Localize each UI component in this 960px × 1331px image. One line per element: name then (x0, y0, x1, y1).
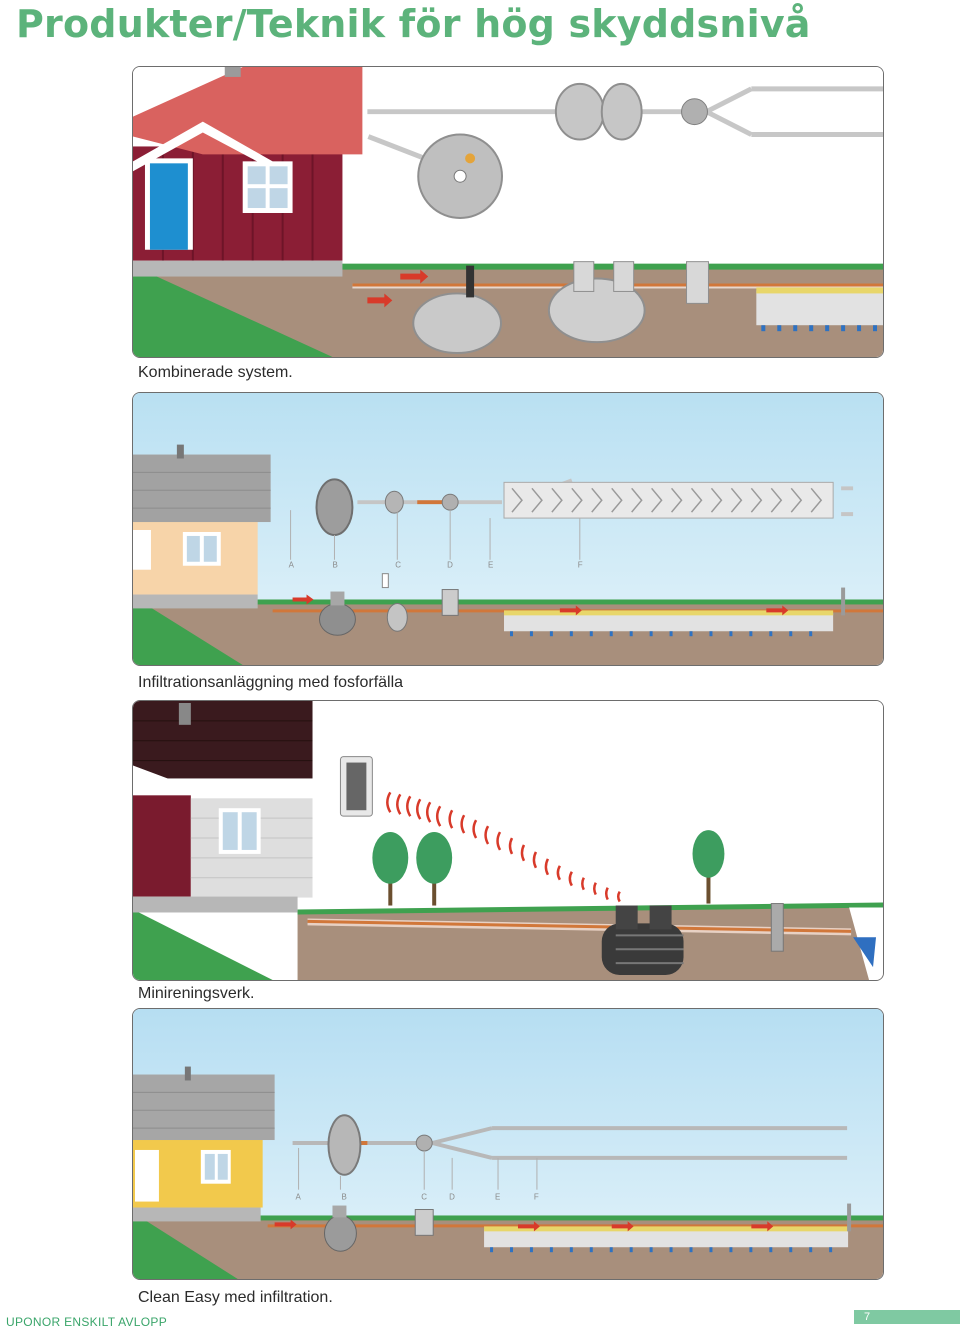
infiltration-bed-icon (504, 482, 833, 518)
septic-tank-icon (320, 603, 356, 635)
figure-mini-treatment-plant (132, 700, 884, 981)
station-label-b: B (332, 561, 337, 570)
page-number: 7 (864, 1311, 870, 1323)
station-label-c: C (421, 1193, 427, 1202)
station-label-f: F (534, 1193, 539, 1202)
house-icon (133, 1067, 275, 1222)
figure-caption: Clean Easy med infiltration. (138, 1289, 333, 1307)
station-label-d: D (449, 1193, 455, 1202)
figure-caption: Kombinerade system. (138, 364, 293, 382)
figure-combined-system (132, 66, 884, 358)
station-label-f: F (578, 561, 583, 570)
figure-clean-easy-infiltration: A B C D E F (132, 1008, 884, 1280)
figure-caption: Infiltrationsanläggning med fosforfälla (138, 674, 403, 692)
clean-easy-unit-icon (328, 1115, 360, 1175)
station-label-b: B (341, 1193, 346, 1202)
page-title: Produkter/Teknik för hög skyddsnivå (16, 2, 811, 46)
station-label-d: D (447, 561, 453, 570)
distribution-well-icon (416, 1135, 432, 1151)
house-icon (133, 701, 313, 912)
house-icon (133, 445, 271, 609)
infiltration-bed-icon (484, 1229, 848, 1247)
figure-infiltration-phosphorus: A B C D E F (132, 392, 884, 666)
footer-brand: UPONOR ENSKILT AVLOPP (6, 1315, 167, 1329)
infiltration-bed-icon (756, 290, 883, 325)
station-label-e: E (495, 1193, 500, 1202)
distribution-well-icon (682, 99, 708, 125)
alarm-unit-icon (340, 757, 372, 817)
station-label-c: C (395, 561, 401, 570)
station-label-a: A (289, 561, 295, 570)
station-label-e: E (488, 561, 493, 570)
phosphorus-trap-icon (317, 479, 353, 535)
distribution-well-icon (442, 494, 458, 510)
station-label-a: A (296, 1193, 302, 1202)
figure-caption: Minireningsverk. (138, 985, 254, 1003)
